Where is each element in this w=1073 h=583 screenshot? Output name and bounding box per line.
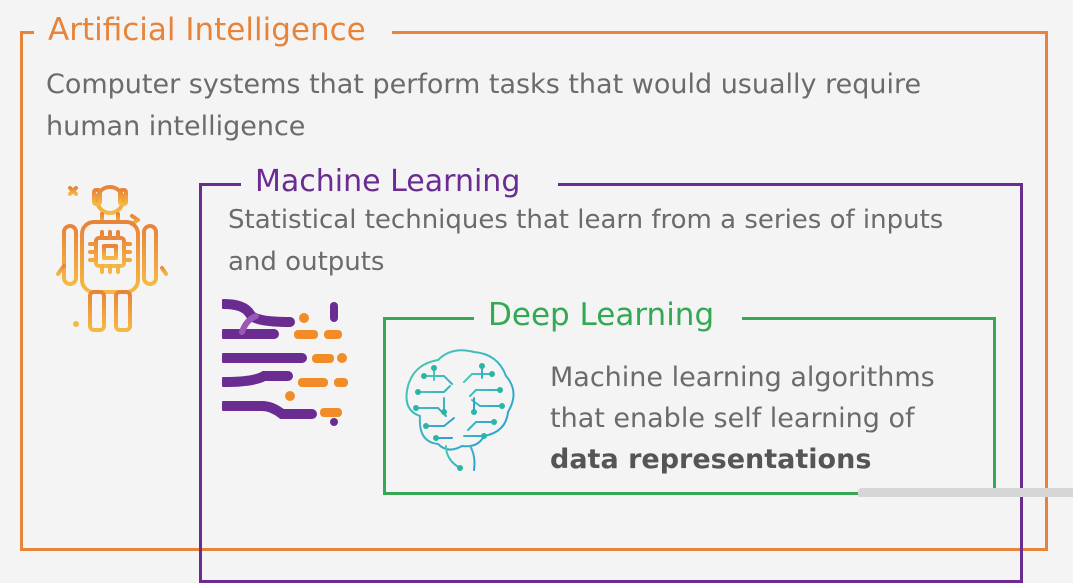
ai-description: Computer systems that perform tasks that… bbox=[46, 64, 1006, 148]
robot-icon bbox=[52, 178, 172, 338]
data-stream-icon bbox=[222, 296, 350, 430]
ai-title: Artificial Intelligence bbox=[34, 15, 392, 46]
scrollbar-thumb[interactable] bbox=[858, 488, 1073, 497]
ml-title: Machine Learning bbox=[241, 167, 558, 197]
dl-description: Machine learning algorithms that enable … bbox=[550, 357, 980, 480]
dl-description-plain: Machine learning algorithms that enable … bbox=[550, 362, 935, 434]
ml-description: Statistical techniques that learn from a… bbox=[228, 199, 988, 283]
circuit-brain-icon bbox=[400, 346, 516, 478]
dl-description-bold: data representations bbox=[550, 444, 871, 475]
dl-title: Deep Learning bbox=[474, 300, 742, 331]
